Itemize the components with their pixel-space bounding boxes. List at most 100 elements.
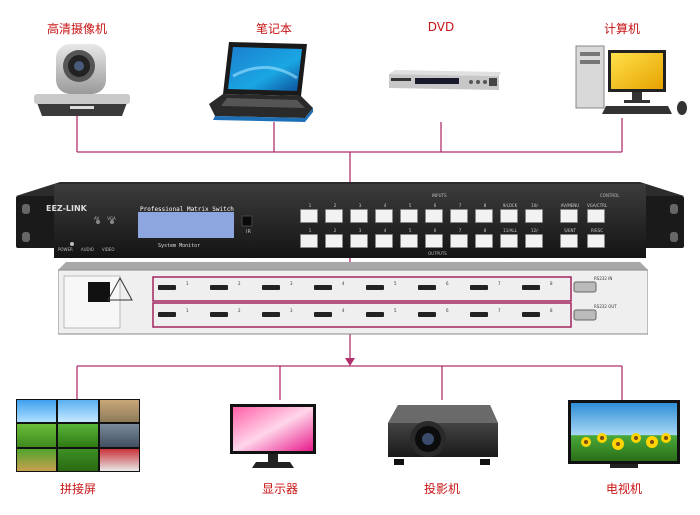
led-labels: AV VGA	[94, 216, 134, 221]
lcd-text: System Monitor	[158, 243, 201, 249]
hdmi-port: 1	[158, 281, 189, 290]
matrix-key-label: 5	[408, 228, 412, 233]
matrix-key-label: 11/ALL	[503, 228, 517, 233]
hdmi-port-label: 6	[446, 281, 449, 286]
matrix-key[interactable]: 7	[450, 203, 468, 223]
hdmi-port: 1	[158, 308, 189, 317]
inputs-label: INPUTS	[432, 193, 447, 198]
output-label-monitor: 显示器	[261, 482, 298, 496]
matrix-key-label: 3	[358, 228, 362, 233]
matrix-key-label: 2	[333, 228, 337, 233]
hdmi-port: 7	[470, 308, 501, 317]
led-label-vga: VGA	[107, 216, 116, 221]
hdmi-port: 2	[210, 281, 241, 290]
matrix-key[interactable]: 1	[300, 228, 318, 248]
hdmi-port: 5	[366, 281, 397, 290]
indicator-labels: POWER AUDIO VIDEO	[58, 247, 115, 252]
matrix-key[interactable]: 9/LOCK	[500, 203, 518, 223]
matrix-key[interactable]: 2	[325, 228, 343, 248]
matrix-key-label: 1	[308, 228, 312, 233]
matrix-key[interactable]: 12/-	[525, 228, 543, 248]
matrix-key[interactable]: 6	[425, 228, 443, 248]
hdmi-port: 7	[470, 281, 501, 290]
output-label-video-wall: 拼接屏	[59, 482, 96, 496]
matrix-key-label: R/ESC	[591, 228, 603, 233]
hdmi-port-label: 3	[290, 308, 293, 313]
matrix-key[interactable]: 3	[350, 228, 368, 248]
matrix-key[interactable]: R/ESC	[587, 228, 605, 248]
matrix-key[interactable]: 8	[475, 203, 493, 223]
matrix-key[interactable]: 1	[300, 203, 318, 223]
rs232-out-label: RS232 OUT	[594, 304, 617, 309]
matrix-key-label: AV/MENU	[560, 203, 580, 208]
hdmi-port-label: 2	[238, 308, 241, 313]
indicator-video: VIDEO	[101, 247, 115, 252]
matrix-key[interactable]: S/ENT	[560, 228, 578, 248]
hdmi-port-label: 5	[394, 308, 397, 313]
hdmi-port: 6	[418, 281, 449, 290]
matrix-key[interactable]: 3	[350, 203, 368, 223]
matrix-key-label: 6	[433, 228, 437, 233]
matrix-key-label: 6	[433, 203, 437, 208]
hdmi-port: 4	[314, 308, 345, 317]
led-label-av: AV	[94, 216, 100, 221]
matrix-key[interactable]: 8	[475, 228, 493, 248]
matrix-key[interactable]: 4	[375, 203, 393, 223]
matrix-key-label: 8	[483, 228, 487, 233]
matrix-key-label: 2	[333, 203, 337, 208]
hdmi-port-label: 8	[550, 281, 553, 286]
matrix-key[interactable]: 2	[325, 203, 343, 223]
hdmi-port: 8	[522, 281, 553, 290]
matrix-key-label: 4	[383, 203, 387, 208]
source-label-laptop: 笔记本	[255, 22, 292, 36]
monitor-icon	[230, 404, 316, 468]
matrix-key[interactable]: 6	[425, 203, 443, 223]
hdmi-port: 2	[210, 308, 241, 317]
dvd-player-icon	[389, 70, 501, 90]
matrix-key[interactable]: 4	[375, 228, 393, 248]
hdmi-port-label: 3	[290, 281, 293, 286]
matrix-title: Professional Matrix Switch	[140, 206, 234, 213]
matrix-key[interactable]: 5	[400, 228, 418, 248]
matrix-key-label: S/ENT	[564, 228, 576, 233]
output-label-tv: 电视机	[605, 482, 642, 496]
matrix-key[interactable]: VGA/CTRL	[587, 203, 607, 223]
ptz-camera-icon	[34, 44, 130, 116]
matrix-key[interactable]: AV/MENU	[560, 203, 580, 223]
matrix-key-label: 3	[358, 203, 362, 208]
hdmi-port-label: 4	[342, 281, 345, 286]
hdmi-port: 8	[522, 308, 553, 317]
rs232-in-label: RS232 IN	[594, 276, 613, 281]
outputs-label: OUTPUTS	[428, 251, 447, 256]
hdmi-port: 6	[418, 308, 449, 317]
ir-label: IR	[246, 229, 251, 235]
matrix-key[interactable]: 5	[400, 203, 418, 223]
hdmi-port: 5	[366, 308, 397, 317]
hdmi-port-label: 5	[394, 281, 397, 286]
hdmi-port: 4	[314, 281, 345, 290]
matrix-key[interactable]: 7	[450, 228, 468, 248]
matrix-key-label: 5	[408, 203, 412, 208]
down-arrow-icon	[345, 358, 355, 366]
hdmi-port-label: 8	[550, 308, 553, 313]
hdmi-port-label: 7	[498, 281, 501, 286]
video-wall-icon	[16, 399, 140, 472]
source-label-dvd: DVD	[427, 20, 455, 34]
hdmi-port-label: 4	[342, 308, 345, 313]
source-label-camera: 高清摄像机	[46, 22, 107, 36]
matrix-key-label: 7	[458, 203, 462, 208]
hdmi-port-label: 7	[498, 308, 501, 313]
matrix-key[interactable]: 10/-	[525, 203, 543, 223]
hdmi-port-label: 2	[238, 281, 241, 286]
source-label-computer: 计算机	[603, 22, 640, 36]
matrix-key[interactable]: 11/ALL	[500, 228, 518, 248]
brand-logo: EEZ-LINK	[46, 204, 87, 213]
desktop-computer-icon	[575, 45, 687, 115]
matrix-key-label: 9/LOCK	[502, 203, 518, 208]
matrix-key-label: 12/-	[531, 228, 539, 233]
matrix-key-label: 1	[308, 203, 312, 208]
matrix-key-label: 7	[458, 228, 462, 233]
output-label-projector: 投影机	[423, 482, 460, 496]
hdmi-port-label: 1	[186, 281, 189, 286]
